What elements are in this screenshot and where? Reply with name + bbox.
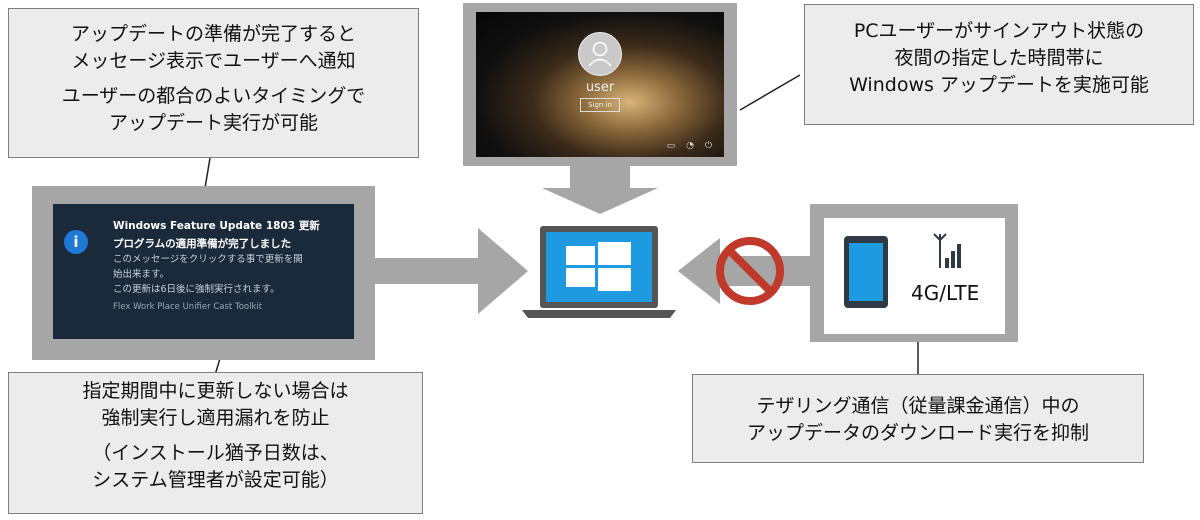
callout-text: アップデート実行が可能 [108,112,318,134]
callout-text: Windows アップデートを実施可能 [849,74,1149,96]
lock-username: user [585,80,615,95]
user-avatar-icon [578,32,622,76]
callout-text: （インストール猶予日数は、 [92,442,339,464]
toast-footer: Flex Work Place Unifier Cast Toolkit [113,302,263,312]
smartphone-icon [844,236,888,308]
callout-text: 指定期間中に更新しない場合は [82,380,349,402]
signal-antenna-icon [933,233,961,268]
lockscreen-system-icons: ▭ ◔ ⏻ [666,141,716,151]
callout-text: ユーザーの都合のよいタイミングで [61,85,366,107]
callout-text: 強制実行し適用漏れを防止 [101,407,330,429]
network-type-label: 4G/LTE [911,281,980,305]
callout-text: PCユーザーがサインアウト状態の [853,20,1145,42]
leader-line-top-right [739,74,801,111]
toast-body-line: この更新は6日後に強制実行されます。 [113,284,280,295]
callout-force-update: 指定期間中に更新しない場合は 強制実行し適用漏れを防止 （インストール猶予日数は… [8,372,423,514]
callout-tethering-suppress: テザリング通信（従量課金通信）中の アップデータのダウンロード実行を抑制 [692,374,1144,463]
callout-notify-user: アップデートの準備が完了すると メッセージ表示でユーザーへ通知 ユーザーの都合の… [8,8,419,158]
callout-text: メッセージ表示でユーザーへ通知 [71,50,356,72]
tethering-device-panel: 4G/LTE [824,218,1005,334]
update-notification-toast[interactable]: i Windows Feature Update 1803 更新 プログラムの適… [53,204,354,339]
callout-text: アップデータのダウンロード実行を抑制 [746,422,1089,444]
prohibited-icon [716,237,784,305]
toast-body-line: このメッセージをクリックする事で更新を開 [113,254,303,265]
arrow-right [375,228,528,314]
lockscreen-image: user Sign in ▭ ◔ ⏻ [476,12,724,157]
info-icon: i [64,230,88,254]
callout-night-update: PCユーザーがサインアウト状態の 夜間の指定した時間帯に Windows アップ… [804,4,1194,125]
callout-text: 夜間の指定した時間帯に [894,47,1104,69]
callout-text: アップデートの準備が完了すると [70,23,356,45]
laptop-icon [522,226,676,318]
callout-text: テザリング通信（従量課金通信）中の [756,395,1080,417]
toast-body: このメッセージをクリックする事で更新を開 始出来ます。 この更新は6日後に強制実… [113,252,303,297]
toast-title: Windows Feature Update 1803 更新 [113,220,320,232]
arrow-down [542,166,658,214]
toast-body-line: 始出来ます。 [113,269,170,280]
leader-line-top-left [204,157,211,189]
sign-in-button[interactable]: Sign in [580,98,620,112]
callout-text: システム管理者が設定可能） [92,469,339,491]
arrow-left [678,238,810,304]
toast-title-line2: プログラムの適用準備が完了しました [113,238,292,250]
